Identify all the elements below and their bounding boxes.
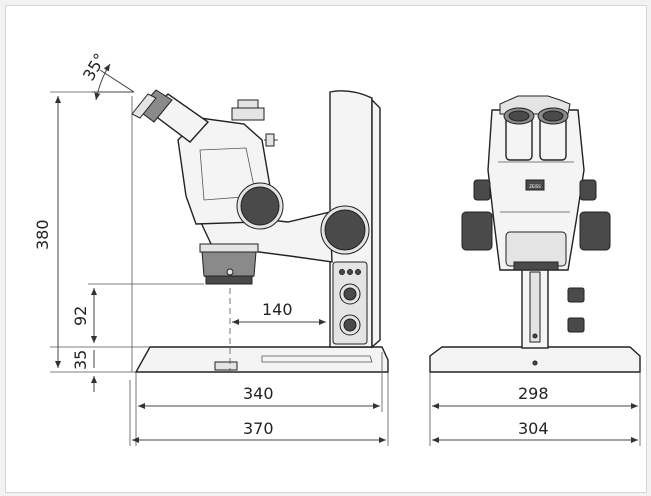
dim-label-35: 35 — [71, 350, 90, 370]
front-base — [429, 346, 641, 373]
front-focus-knob-right — [579, 211, 611, 251]
side-focus-knob — [324, 209, 366, 251]
front-focus-knob-left — [461, 211, 493, 251]
front-view: ZEISS — [429, 95, 641, 373]
dim-label-340: 340 — [243, 384, 274, 403]
dim-label-298: 298 — [518, 384, 549, 403]
side-view — [131, 89, 389, 373]
side-zoom-knob — [240, 186, 280, 226]
front-knob-right-small — [579, 179, 597, 201]
dimension-labels: 35° 380 92 35 140 340 370 298 304 — [33, 50, 549, 438]
dim-label-92: 92 — [71, 306, 90, 326]
side-objective-lens — [205, 275, 253, 285]
dim-label-380: 380 — [33, 219, 52, 250]
side-base-slot — [214, 361, 238, 371]
front-objective-housing — [505, 231, 567, 267]
front-button-lower — [567, 317, 585, 333]
dim-arc-35deg — [94, 63, 111, 101]
front-brand-badge-text: ZEISS — [529, 184, 541, 189]
dim-label-140: 140 — [262, 300, 293, 319]
dim-label-angle: 35° — [79, 50, 110, 84]
front-brand-badge — [525, 179, 545, 191]
dim-label-370: 370 — [243, 419, 274, 438]
front-button-upper — [567, 287, 585, 303]
side-camera-port — [231, 107, 265, 121]
front-knob-left-small — [473, 179, 491, 201]
dim-label-304: 304 — [518, 419, 549, 438]
dimension-lines — [50, 63, 641, 446]
